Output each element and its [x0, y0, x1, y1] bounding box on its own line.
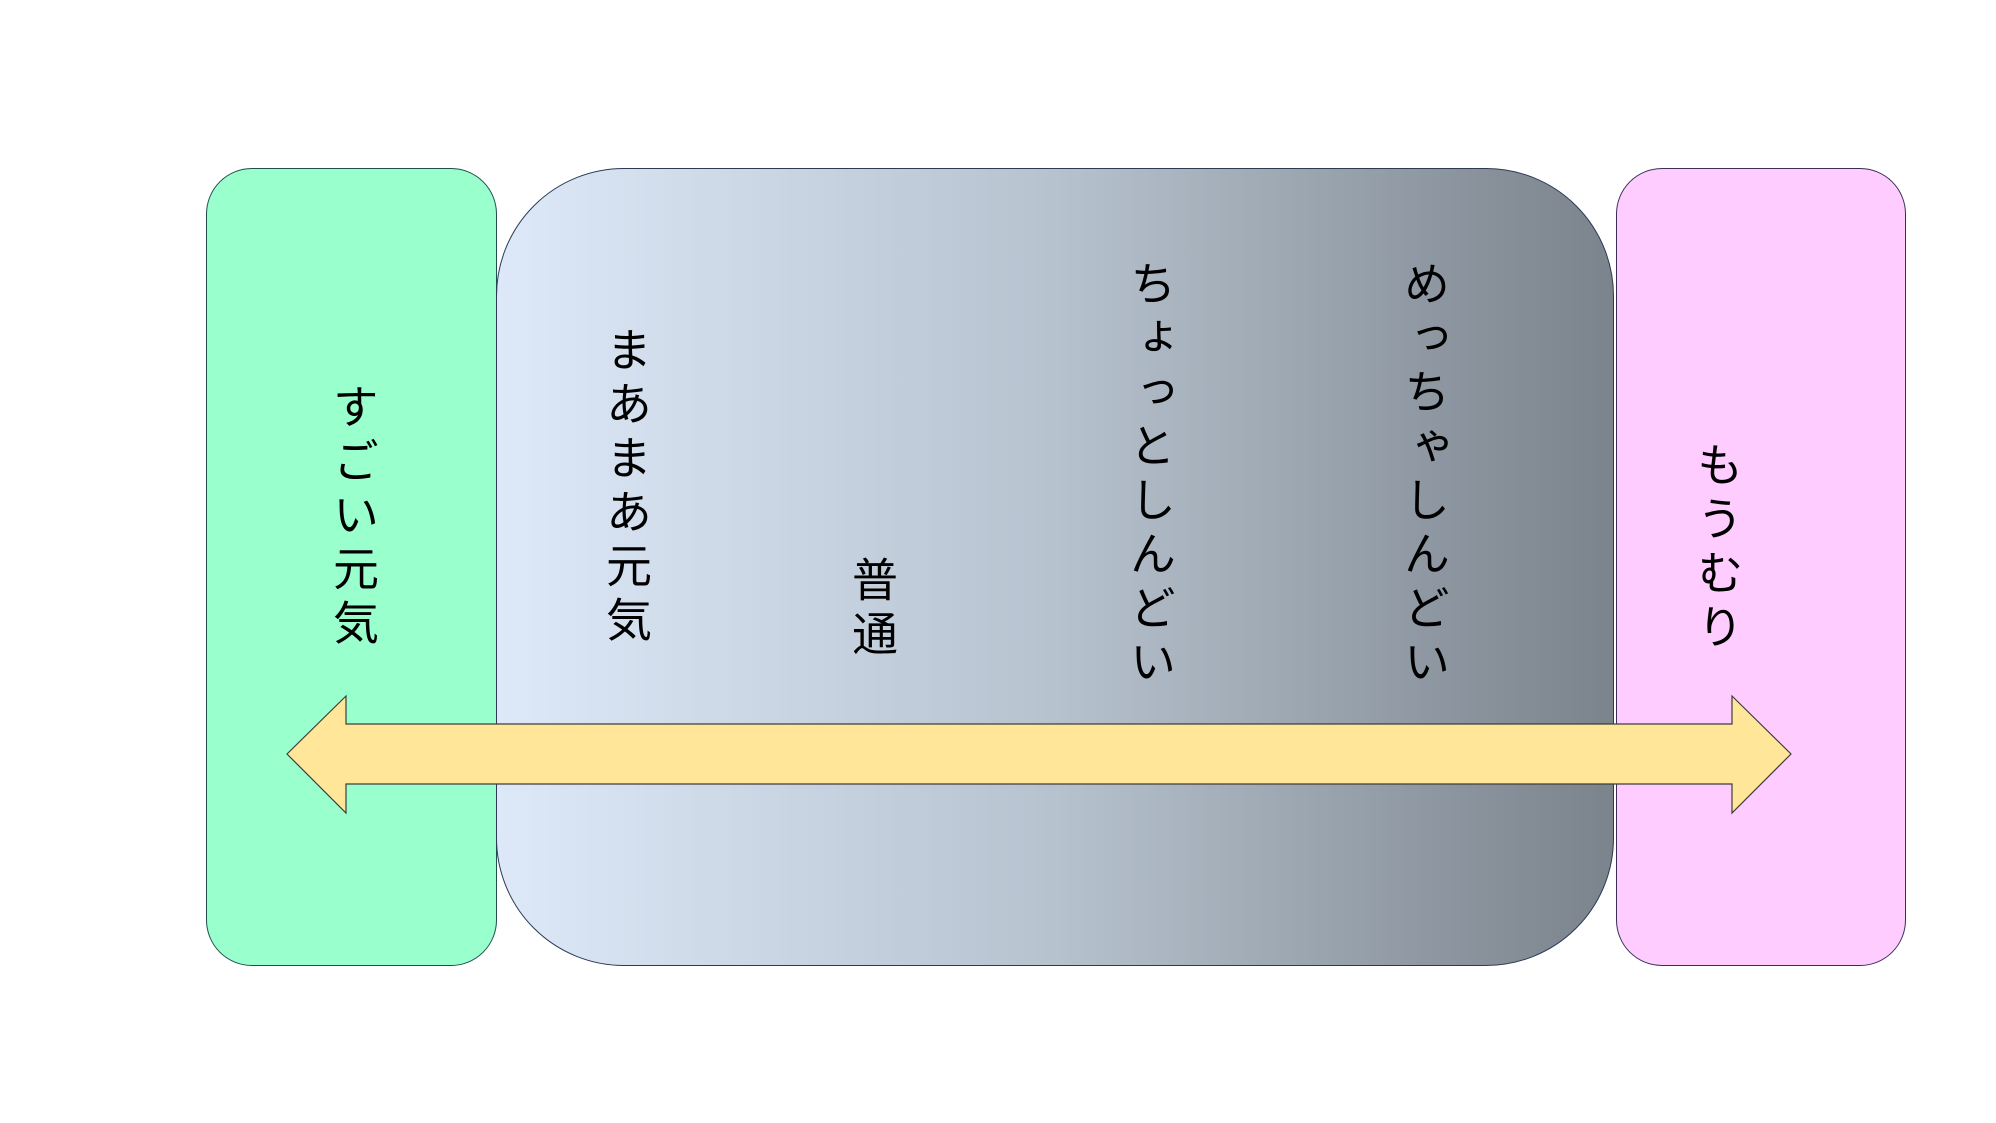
label-fairly-energetic: まあまあ元気	[599, 326, 653, 650]
cannot-anymore-box	[1616, 168, 1906, 966]
very-energetic-box	[206, 168, 497, 966]
label-very-energetic: すごい元気	[326, 383, 380, 653]
label-normal: 普通	[845, 556, 899, 664]
label-very-tired: めっちゃしんどい	[1397, 260, 1451, 692]
label-cannot-anymore: もうむり	[1690, 441, 1744, 657]
gradient-middle-box	[496, 168, 1614, 966]
label-a-bit-tired: ちょっとしんどい	[1123, 260, 1177, 692]
